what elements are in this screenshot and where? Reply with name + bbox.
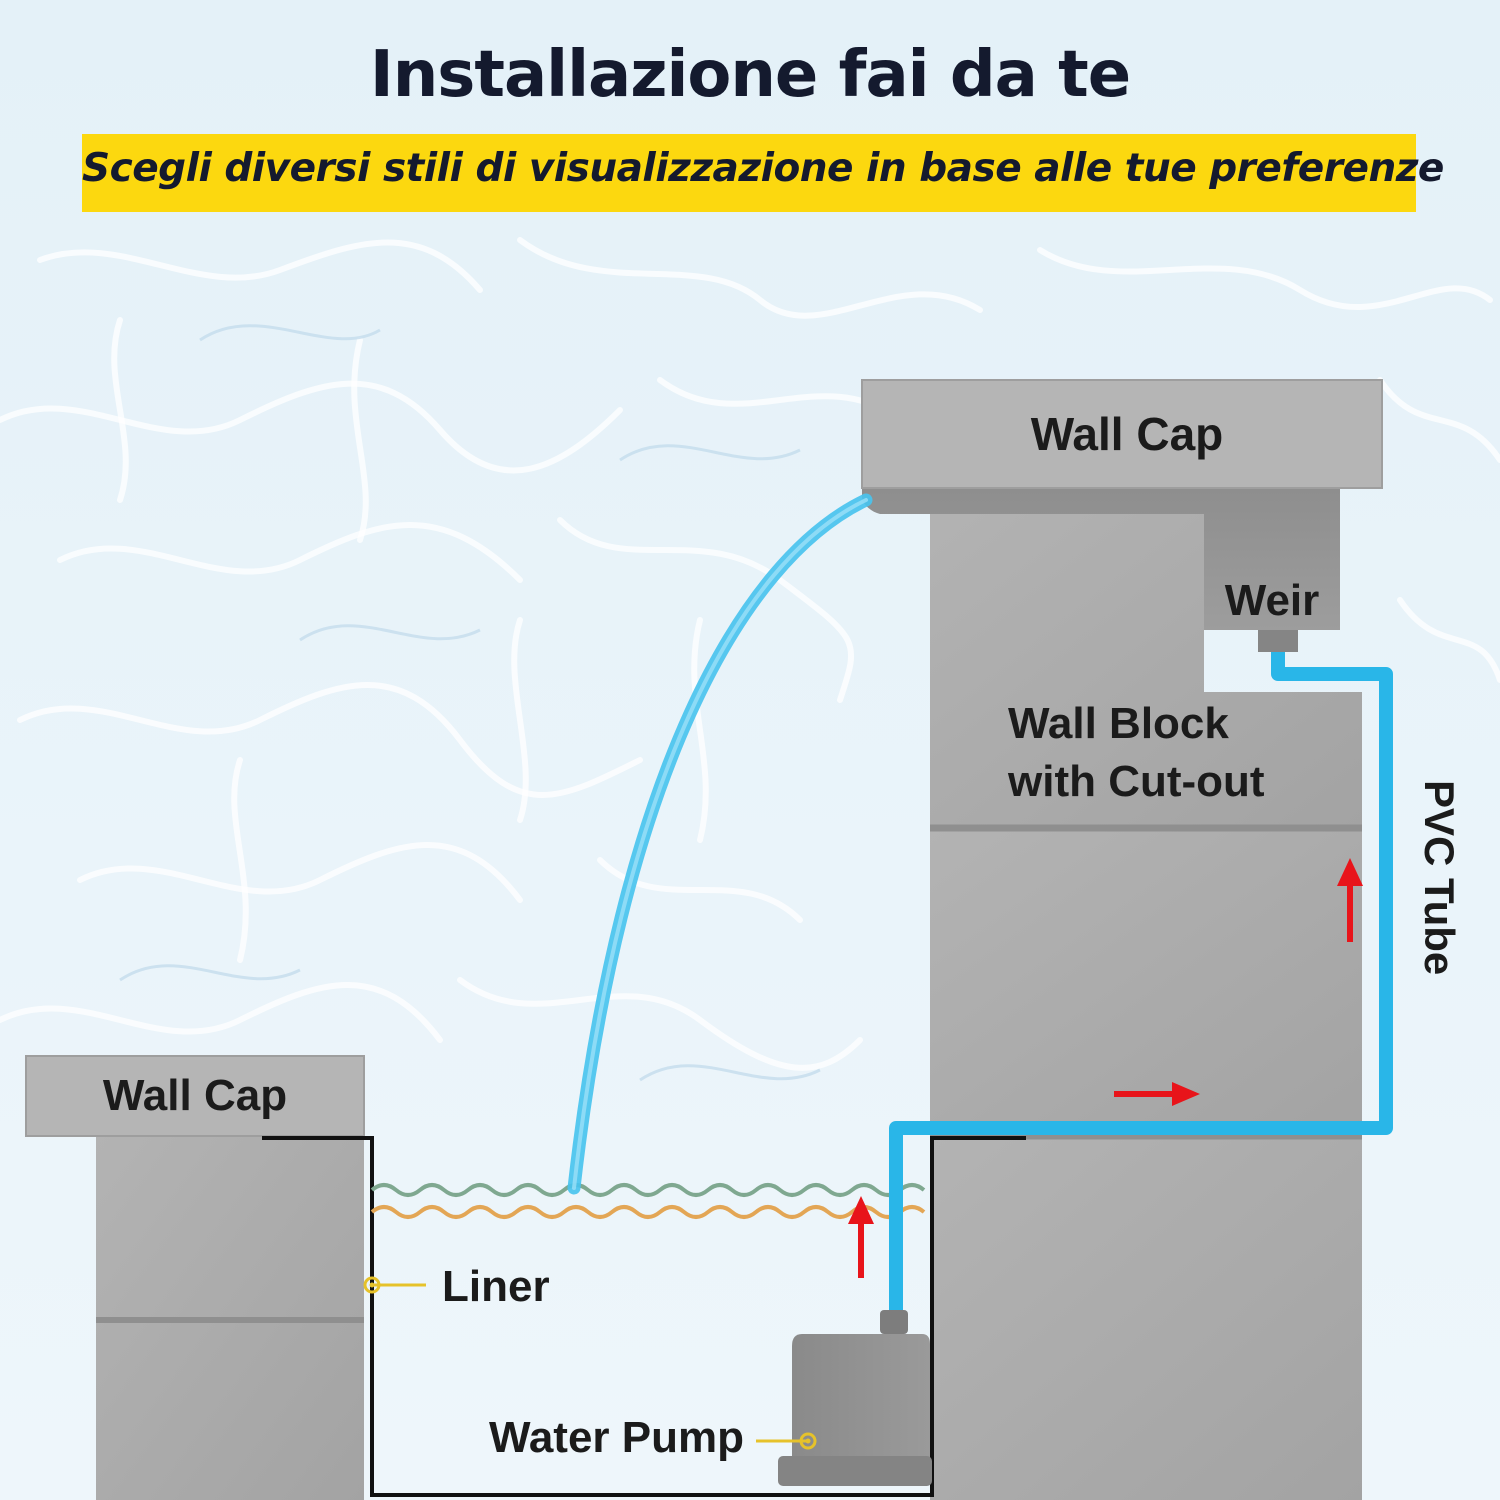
arrow-right-tube <box>1114 1082 1200 1106</box>
weir-outlet <box>1258 630 1298 652</box>
pvc-tube <box>889 652 1393 1318</box>
right-wall-cap-label: Wall Cap <box>1031 408 1224 460</box>
subtitle-banner: Scegli diversi stili di visualizzazione … <box>82 134 1444 212</box>
pvc-tube-label: PVC Tube <box>1416 780 1463 975</box>
page-title: Installazione fai da te <box>369 38 1131 112</box>
wall-block-label-line2: with Cut-out <box>1007 757 1265 806</box>
arrow-up-pump <box>848 1196 874 1278</box>
flow-arrows <box>848 858 1363 1278</box>
water-pump-callout: Water Pump <box>489 1413 817 1462</box>
pump-base <box>778 1456 932 1486</box>
pool-liner-outline <box>262 1136 1026 1497</box>
arrow-up-tube <box>1337 858 1363 942</box>
weir-body <box>862 488 1340 630</box>
liner-label: Liner <box>442 1262 550 1311</box>
right-wall-lower-block <box>930 1136 1362 1500</box>
weir-label: Weir <box>1225 576 1320 625</box>
left-wall: Wall Cap <box>25 1055 365 1500</box>
water-pump-label: Water Pump <box>489 1413 744 1462</box>
pump-body <box>792 1334 930 1466</box>
right-wall-middle-block <box>930 828 1362 1136</box>
subtitle-text: Scegli diversi stili di visualizzazione … <box>82 146 1444 191</box>
water-pump <box>778 1310 932 1486</box>
pump-outlet-cap <box>880 1310 908 1334</box>
liner-callout: Liner <box>363 1262 550 1311</box>
right-wall: Weir Wall Cap Wall Block with Cut-out <box>861 379 1383 1500</box>
water-surface <box>370 1183 926 1219</box>
right-wall-upper-block <box>930 488 1362 828</box>
right-wall-cap <box>861 379 1383 489</box>
left-wall-cap <box>25 1055 365 1137</box>
water-line-green <box>370 1183 926 1197</box>
water-line-orange <box>370 1205 926 1219</box>
wall-block-label-line1: Wall Block <box>1008 699 1229 748</box>
left-wall-cap-label: Wall Cap <box>103 1071 287 1120</box>
